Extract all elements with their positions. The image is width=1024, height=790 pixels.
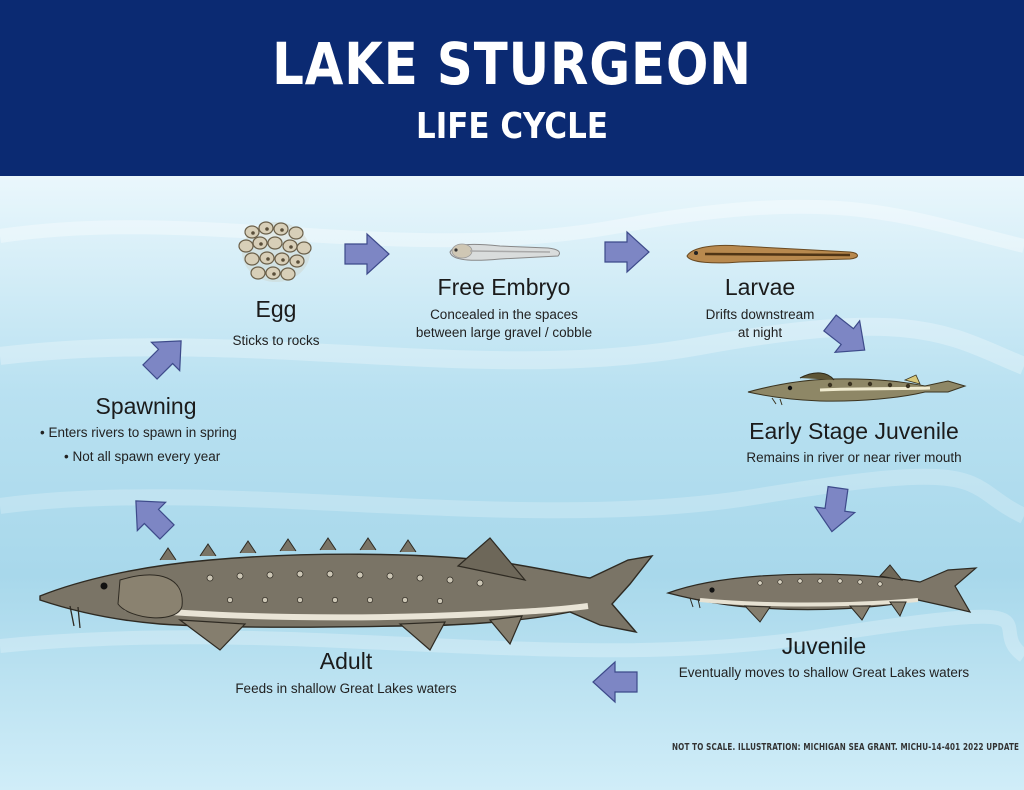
credit-footnote: NOT TO SCALE. ILLUSTRATION: MICHIGAN SEA… — [672, 742, 1020, 753]
larvae-icon — [686, 244, 858, 264]
spawning-description-line-2: • Not all spawn every year — [64, 449, 221, 464]
egg-description: Sticks to rocks — [232, 333, 320, 348]
free-embryo-icon — [449, 243, 561, 261]
arrow-embryo-to-larvae — [604, 231, 650, 273]
free-embryo-description-line-2: between large gravel / cobble — [415, 325, 593, 340]
spawning-description-line-1: • Enters rivers to spawn in spring — [40, 425, 237, 440]
egg-label: Egg — [255, 296, 297, 322]
spawning-label: Spawning — [95, 393, 197, 419]
early-stage-juvenile-description: Remains in river or near river mouth — [746, 450, 962, 465]
free-embryo-description-line-1: Concealed in the spaces — [430, 307, 578, 322]
arrow-spawning-to-egg — [135, 326, 196, 387]
free-embryo-label: Free Embryo — [437, 274, 571, 300]
early-stage-juvenile-label: Early Stage Juvenile — [749, 418, 959, 444]
early-stage-juvenile-fish-icon — [747, 372, 967, 406]
header-banner: LAKE STURGEON LIFE CYCLE — [0, 0, 1024, 176]
arrow-egg-to-embryo — [344, 233, 390, 275]
arrow-juvenile-to-adult — [592, 661, 638, 703]
egg-cluster-icon — [238, 221, 312, 282]
diagram-title: LAKE STURGEON — [272, 30, 752, 98]
larvae-description-line-2: at night — [737, 325, 783, 340]
juvenile-label: Juvenile — [781, 633, 867, 659]
larvae-description-line-1: Drifts downstream — [705, 307, 815, 322]
juvenile-description: Eventually moves to shallow Great Lakes … — [678, 665, 970, 680]
adult-label: Adult — [319, 648, 373, 674]
diagram-subtitle: LIFE CYCLE — [416, 106, 608, 147]
larvae-label: Larvae — [724, 274, 796, 300]
arrow-adult-to-spawning — [121, 486, 182, 547]
adult-description: Feeds in shallow Great Lakes waters — [235, 681, 457, 696]
juvenile-fish-icon — [665, 564, 978, 623]
water-background — [0, 176, 1024, 790]
arrow-early-juvenile-to-juvenile — [811, 484, 859, 535]
adult-fish-icon — [39, 537, 654, 651]
